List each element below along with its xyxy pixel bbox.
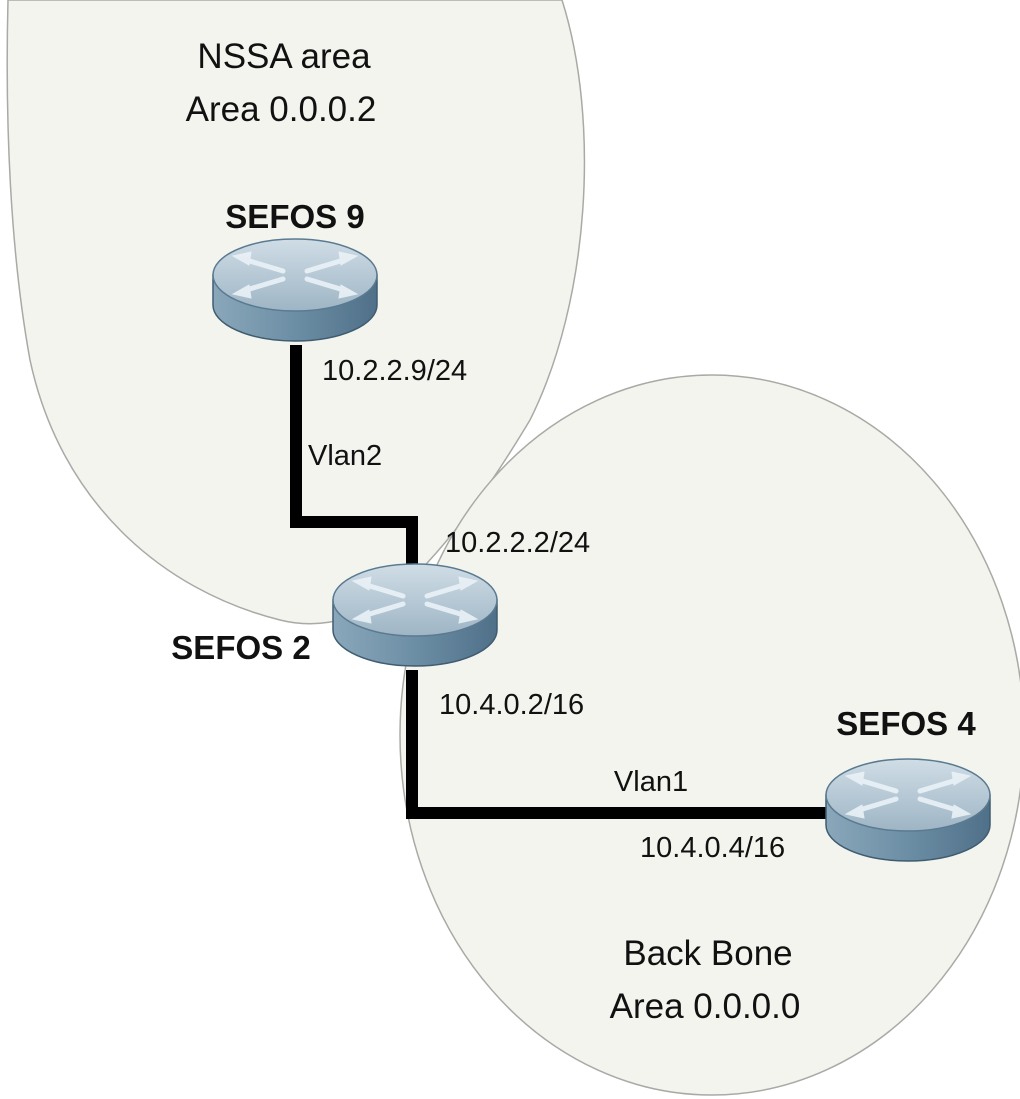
vlan1-label: Vlan1 (614, 766, 688, 798)
router-sefos9-icon[interactable] (213, 239, 377, 341)
sefos9-label: SEFOS 9 (225, 198, 364, 235)
backbone-area-region (399, 374, 1020, 1096)
ip-sefos2-vlan1: 10.4.0.2/16 (439, 689, 584, 721)
ip-sefos2-vlan2: 10.2.2.2/24 (445, 527, 590, 559)
nssa-area-name: NSSA area (197, 37, 371, 76)
backbone-area-name: Back Bone (623, 934, 792, 973)
sefos2-label: SEFOS 2 (171, 629, 310, 666)
vlan2-link (290, 345, 418, 575)
backbone-area-id: Area 0.0.0.0 (610, 987, 801, 1026)
router-sefos4-icon[interactable] (826, 759, 990, 861)
router-sefos2-icon[interactable] (333, 564, 497, 666)
sefos4-label: SEFOS 4 (836, 705, 976, 742)
ip-sefos9-vlan2: 10.2.2.9/24 (322, 355, 467, 387)
vlan2-label: Vlan2 (308, 440, 382, 472)
vlan1-link (406, 670, 835, 819)
ip-sefos4-vlan1: 10.4.0.4/16 (640, 832, 785, 864)
nssa-area-id: Area 0.0.0.2 (186, 90, 377, 129)
